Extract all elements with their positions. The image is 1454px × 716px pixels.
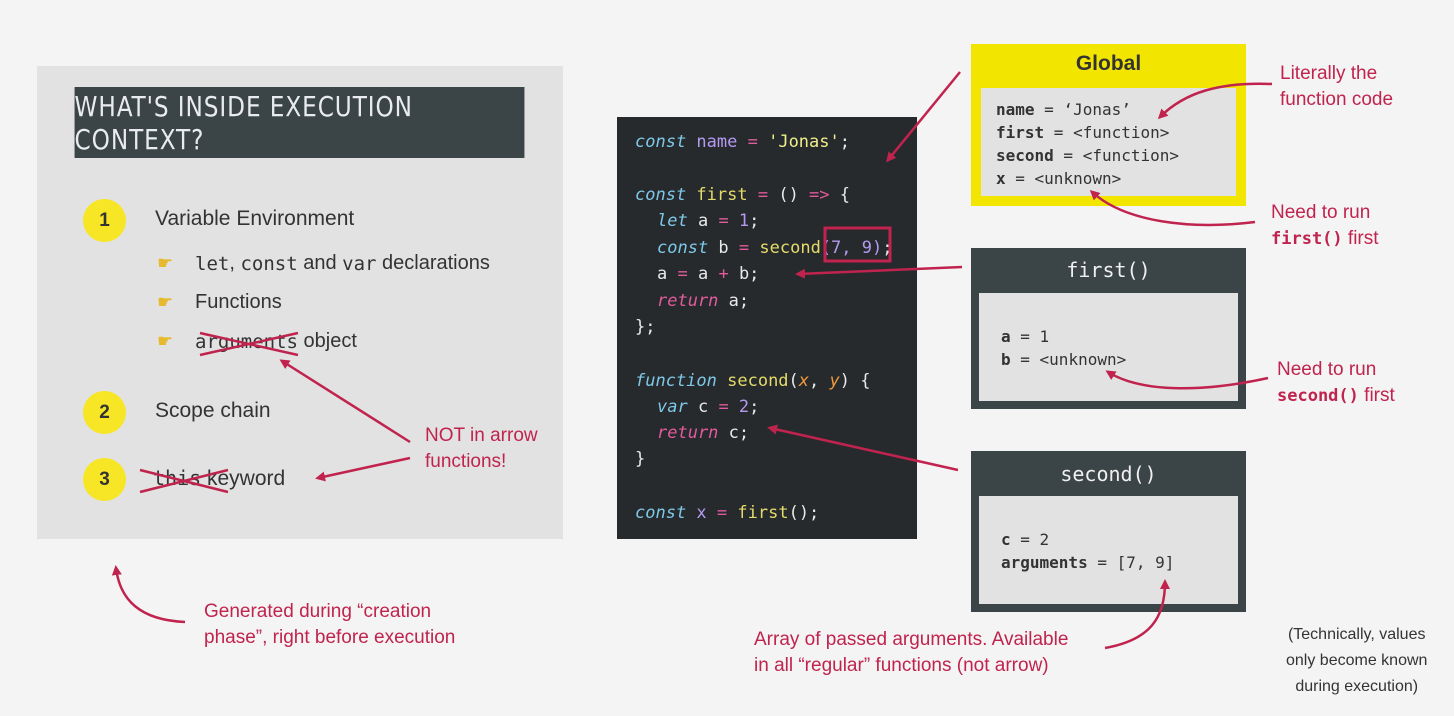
code-line: const first = () => {	[635, 185, 851, 205]
annotation-not-in-arrow: NOT in arrow functions!	[425, 425, 538, 472]
text-object: object	[297, 330, 357, 352]
code-line: const name = 'Jonas';	[635, 132, 850, 152]
sub-item-arguments: ☛ arguments object	[157, 330, 357, 353]
number-badge-3: 3	[83, 458, 126, 501]
global-var-line: second = <function>	[996, 146, 1180, 165]
second-var-line: arguments = [7, 9]	[1001, 553, 1175, 572]
global-var-line: name = ‘Jonas’	[996, 100, 1131, 119]
item-scope-chain: Scope chain	[155, 399, 271, 422]
code-line: return a;	[657, 291, 750, 311]
code-this: this	[153, 466, 202, 490]
text-keyword: keyword	[201, 467, 286, 490]
first-var-line: a = 1	[1001, 327, 1050, 346]
code-const: const	[240, 252, 298, 275]
code-line: const x = first();	[635, 503, 820, 523]
global-context-title: Global	[1075, 52, 1142, 75]
number-badge-1: 1	[83, 199, 126, 242]
code-line: };	[635, 317, 656, 337]
item-this-keyword: this keyword	[153, 466, 285, 491]
highlighted-args: (7, 9)	[820, 238, 883, 258]
second-context-variables: c = 2 arguments = [7, 9]	[979, 496, 1238, 604]
code-line: let a = 1;	[657, 211, 760, 231]
first-context-title: first()	[1066, 258, 1151, 282]
annotation-need-second: Need to run second() first	[1277, 359, 1395, 406]
code-var: var	[342, 252, 377, 275]
sub-item-declarations: ☛ let , const and var declarations	[157, 252, 490, 275]
item-variable-environment: Variable Environment	[155, 207, 355, 230]
code-line: return c;	[657, 423, 750, 443]
first-var-line: b = <unknown>	[1001, 350, 1127, 369]
global-var-line: x = <unknown>	[996, 169, 1122, 188]
code-block: const name = 'Jonas'; const first = () =…	[617, 117, 917, 539]
code-line: var c = 2;	[657, 397, 760, 417]
global-context-variables: name = ‘Jonas’ first = <function> second…	[981, 88, 1236, 196]
pointing-hand-icon: ☛	[157, 292, 174, 312]
pointing-hand-icon: ☛	[157, 253, 174, 273]
text-declarations: declarations	[376, 252, 490, 274]
text-and: and	[297, 252, 343, 274]
code-line: const b = second(7, 9);	[657, 238, 893, 258]
note-technically: (Technically, values only become known d…	[1286, 626, 1428, 695]
first-context-variables: a = 1 b = <unknown>	[979, 293, 1238, 401]
second-context-title: second()	[1060, 462, 1157, 486]
second-var-line: c = 2	[1001, 530, 1050, 549]
annotation-literally: Literally the function code	[1280, 63, 1394, 110]
annotation-need-first: Need to run first() first	[1271, 202, 1379, 249]
annotation-array-arguments: Array of passed arguments. Available in …	[754, 629, 1069, 676]
annotation-generated: Generated during “creation phase”, right…	[204, 601, 456, 648]
slide-title: WHAT'S INSIDE EXECUTION CONTEXT?	[74, 87, 525, 158]
number-badge-2: 2	[83, 391, 126, 434]
code-arguments: arguments	[195, 330, 298, 353]
arrow-generated	[111, 565, 186, 624]
code-let: let	[195, 252, 230, 275]
pointing-hand-icon: ☛	[157, 331, 174, 351]
code-line: }	[635, 449, 646, 469]
code-line: a = a + b;	[657, 264, 760, 284]
text-functions: Functions	[195, 291, 282, 313]
global-var-line: first = <function>	[996, 123, 1170, 142]
sub-item-functions: ☛ Functions	[157, 291, 282, 314]
code-line: function second(x, y) {	[635, 371, 871, 391]
text-comma: ,	[229, 252, 241, 274]
